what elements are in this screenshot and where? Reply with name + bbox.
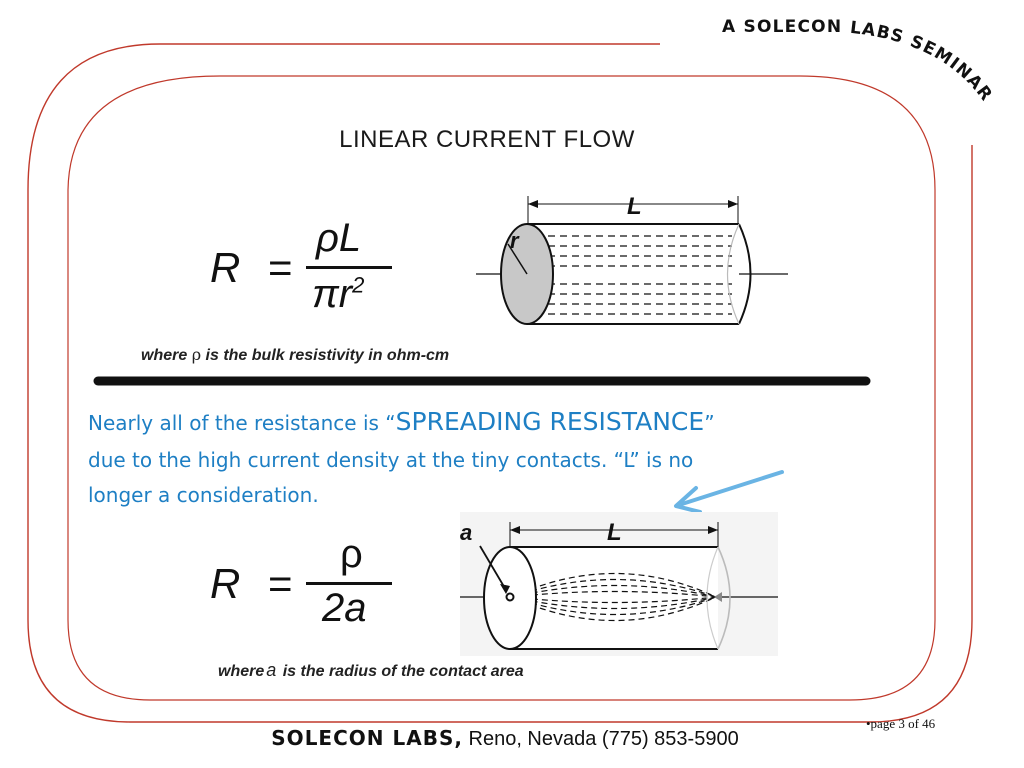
formula2-fraction-bar — [306, 582, 392, 585]
spreading-prefix: Nearly all of the resistance is “ — [88, 411, 396, 435]
footer: SOLECON LABS, Reno, Nevada (775) 853-590… — [0, 726, 1010, 751]
spreading-flow-diagram: L — [460, 512, 778, 656]
formula1-denominator: πr2 — [312, 272, 364, 317]
slide-title: LINEAR CURRENT FLOW — [339, 126, 635, 153]
formula2-lhs: R — [210, 560, 241, 607]
formula2-numerator: ρ — [340, 532, 363, 576]
formula1-fraction-bar — [306, 266, 392, 269]
svg-text:A SOLECON LABS SEMINAR: A SOLECON LABS SEMINAR — [722, 17, 996, 105]
banner-text: A SOLECON LABS SEMINAR — [722, 17, 995, 105]
arrow-icon — [674, 470, 784, 514]
footer-address: Reno, Nevada (775) 853-5900 — [462, 728, 739, 750]
formula1-equals: = — [268, 244, 293, 291]
diagram2-length-label: L — [607, 519, 622, 546]
note2-symbol: a — [266, 660, 277, 680]
formula1-lhs: R — [210, 244, 241, 291]
formula1-numerator: ρL — [316, 216, 362, 260]
formula2-equals: = — [268, 560, 293, 607]
note2-suffix: is the radius of the contact area — [278, 663, 524, 680]
diagram1-radius-label: r — [510, 228, 520, 253]
formula1-denominator-base: πr — [312, 272, 353, 316]
spreading-suffix: ” — [704, 411, 715, 435]
spreading-emphasis: SPREADING RESISTANCE — [395, 407, 705, 436]
spreading-line1: Nearly all of the resistance is “SPREADI… — [88, 404, 715, 441]
diagram2-contact-label: a — [460, 520, 473, 545]
spreading-line2: due to the high current density at the t… — [88, 448, 694, 472]
resistivity-note: where ρ is the bulk resistivity in ohm-c… — [141, 345, 449, 365]
note1-suffix: is the bulk resistivity in ohm-cm — [201, 347, 450, 364]
note2-prefix: where — [218, 663, 265, 680]
note1-prefix: where — [141, 347, 192, 364]
spreading-line3: longer a consideration. — [88, 483, 319, 507]
formula2-denominator: 2a — [322, 586, 367, 630]
note1-rho: ρ — [191, 345, 202, 364]
diagram1-length-label: L — [627, 193, 642, 220]
page-number: •page 3 of 46 — [866, 716, 936, 731]
formula1-exponent: 2 — [352, 272, 365, 298]
linear-flow-diagram: L r — [476, 193, 788, 325]
footer-company: SOLECON LABS, — [271, 726, 463, 750]
